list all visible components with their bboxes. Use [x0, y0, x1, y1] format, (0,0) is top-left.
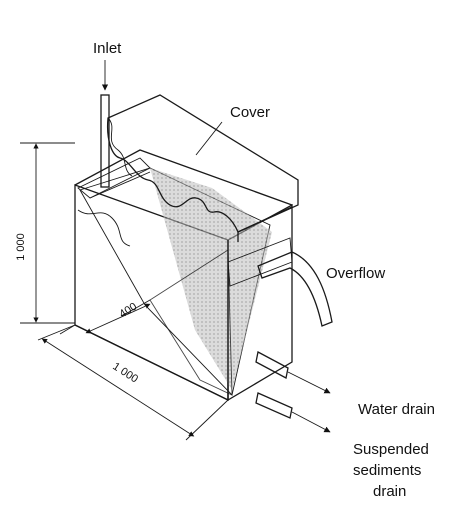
height-dimension-label: 1 000 [15, 233, 27, 261]
water-drain-label: Water drain [358, 401, 435, 418]
sediments-drain-label-2: sediments [353, 462, 421, 479]
overflow-label: Overflow [326, 265, 385, 282]
cover-label: Cover [230, 104, 270, 121]
cover [77, 94, 299, 247]
width-dimension: 1 000 [37, 324, 229, 441]
overflow-weir [227, 237, 293, 287]
depth-dimension: 400 [59, 299, 151, 335]
sediments-drain-label-3: drain [373, 483, 406, 500]
sediments-drain-label-1: Suspended [353, 441, 429, 458]
cover-leader [195, 121, 223, 156]
water-drain-pipe [255, 351, 331, 394]
inlet-pipe [100, 60, 110, 188]
overflow-pipe [257, 251, 333, 327]
height-dimension: 1 000 [15, 142, 75, 324]
inlet-label: Inlet [93, 40, 122, 57]
width-dimension-label: 1 000 [110, 360, 140, 385]
sediments-drain-pipe [255, 392, 331, 433]
